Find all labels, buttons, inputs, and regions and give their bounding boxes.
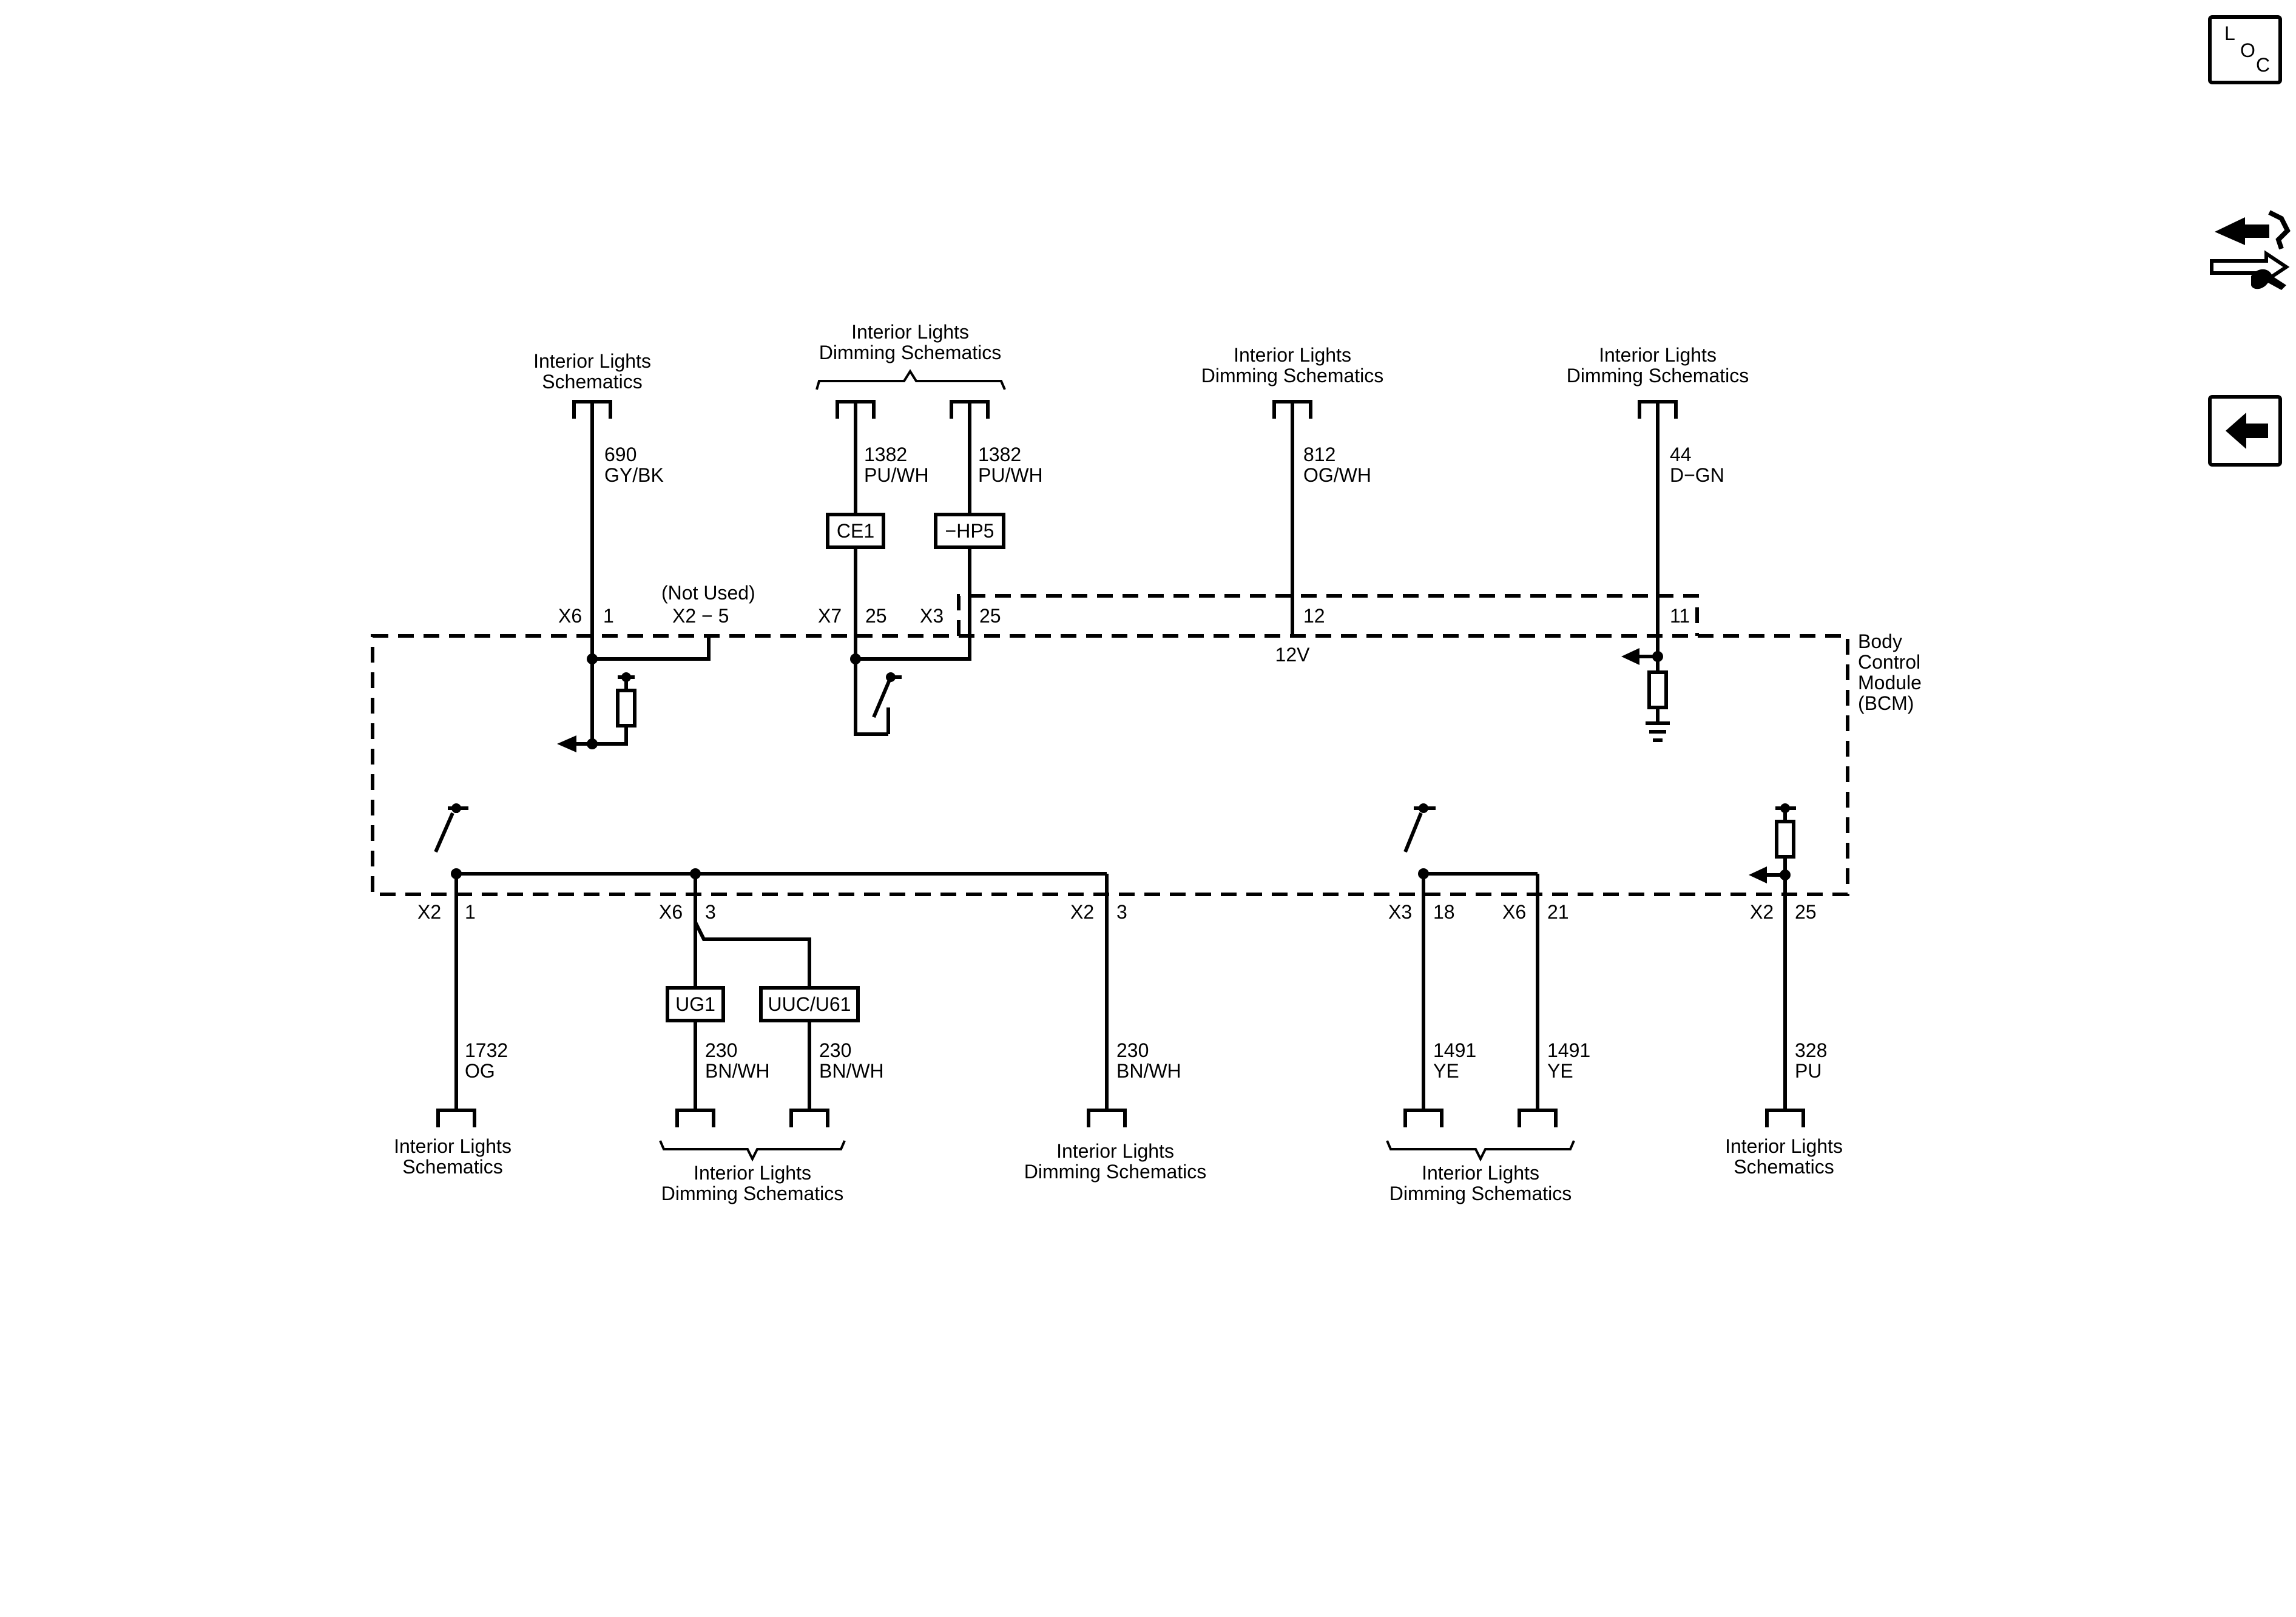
wire-230a-circuit: 230 bbox=[705, 1039, 737, 1061]
bcm-label-line1: Body bbox=[1858, 630, 1902, 652]
wire-1491b-color: YE bbox=[1547, 1060, 1573, 1082]
pin-x3-number: 25 bbox=[979, 605, 1001, 627]
wire-1382b-circuit: 1382 bbox=[978, 444, 1021, 465]
pin-x3-18-number: 18 bbox=[1433, 901, 1455, 923]
wire-1491b-circuit: 1491 bbox=[1547, 1039, 1590, 1061]
pin-x2-5: X2 − 5 bbox=[672, 605, 729, 627]
wire-1382b-color: PU/WH bbox=[978, 464, 1043, 486]
wire-1491a-circuit: 1491 bbox=[1433, 1039, 1476, 1061]
option-ce1: CE1 bbox=[837, 520, 874, 542]
ref-title-line1: Interior Lights bbox=[1056, 1140, 1174, 1162]
loc-l: L bbox=[2224, 22, 2235, 44]
not-used-label: (Not Used) bbox=[661, 582, 755, 604]
pin-x6-number: 1 bbox=[603, 605, 614, 627]
wire-230b-circuit: 230 bbox=[819, 1039, 851, 1061]
ref-title-line2: Schematics bbox=[402, 1156, 502, 1178]
connector-repair-icon[interactable] bbox=[2210, 210, 2291, 290]
back-arrow-icon bbox=[2226, 413, 2268, 449]
bcm-outline bbox=[371, 594, 1849, 896]
ref-title-line2: Dimming Schematics bbox=[819, 342, 1002, 363]
pin-11: 11 bbox=[1670, 605, 1690, 627]
pin-x6-3-connector: X6 bbox=[659, 901, 683, 923]
ref-title-line2: Dimming Schematics bbox=[661, 1183, 844, 1204]
wire-1382a-color: PU/WH bbox=[864, 464, 929, 486]
voltage-12v: 12V bbox=[1275, 644, 1311, 666]
loc-button[interactable]: L O C bbox=[2208, 15, 2282, 84]
ref-title-line1: Interior Lights bbox=[1234, 344, 1351, 366]
wire-230c-color: BN/WH bbox=[1116, 1060, 1181, 1082]
pin-x6-3-number: 3 bbox=[705, 901, 716, 923]
ref-title-line1: Interior Lights bbox=[851, 321, 969, 343]
pin-x7-number: 25 bbox=[865, 605, 887, 627]
option-uuc-u61: UUC/U61 bbox=[768, 993, 851, 1015]
wire-44-circuit: 44 bbox=[1670, 444, 1692, 465]
pin-x2-3-connector: X2 bbox=[1070, 901, 1094, 923]
pin-x3-18-connector: X3 bbox=[1388, 901, 1412, 923]
wire-1732-circuit: 1732 bbox=[465, 1039, 508, 1061]
bcm-label-line2: Control bbox=[1858, 651, 1920, 673]
wire-230c-circuit: 230 bbox=[1116, 1039, 1149, 1061]
ref-title-line2: Dimming Schematics bbox=[1201, 365, 1384, 387]
ref-title-line2: Schematics bbox=[1734, 1156, 1834, 1178]
pin-x6-21-connector: X6 bbox=[1502, 901, 1526, 923]
output-arrow-icon bbox=[557, 735, 576, 752]
loc-o: O bbox=[2240, 39, 2255, 61]
bcm-label-line3: Module bbox=[1858, 672, 1922, 694]
pin-12: 12 bbox=[1303, 605, 1325, 627]
pin-x6-connector: X6 bbox=[558, 605, 582, 627]
wire-230a-color: BN/WH bbox=[705, 1060, 770, 1082]
wire-1491a-color: YE bbox=[1433, 1060, 1459, 1082]
back-button[interactable] bbox=[2208, 395, 2282, 467]
ref-title-line1: Interior Lights bbox=[694, 1162, 811, 1184]
pin-x6-21-number: 21 bbox=[1547, 901, 1569, 923]
bottom-ref-dimming-1491-group[interactable]: Interior Lights Dimming Schematics bbox=[1389, 1162, 1572, 1204]
pin-x2-1-connector: X2 bbox=[417, 901, 441, 923]
option-ug1: UG1 bbox=[675, 993, 715, 1015]
loc-c: C bbox=[2256, 54, 2270, 76]
wire-1732-color: OG bbox=[465, 1060, 495, 1082]
wire-812-circuit: 812 bbox=[1303, 444, 1335, 465]
option-hp5: −HP5 bbox=[945, 520, 994, 542]
ref-title-line2: Dimming Schematics bbox=[1389, 1183, 1572, 1204]
top-ref-dimming-44[interactable]: Interior Lights Dimming Schematics bbox=[1567, 344, 1749, 387]
wire-328-circuit: 328 bbox=[1795, 1039, 1827, 1061]
pin-x2-25-number: 25 bbox=[1795, 901, 1817, 923]
bottom-ref-interior-lights-right[interactable]: Interior Lights Schematics bbox=[1725, 1135, 1843, 1178]
input-arrow-icon bbox=[1749, 866, 1767, 883]
ref-title-line2: Schematics bbox=[542, 371, 642, 393]
top-ref-dimming-812[interactable]: Interior Lights Dimming Schematics bbox=[1201, 344, 1384, 387]
ref-title-line2: Dimming Schematics bbox=[1567, 365, 1749, 387]
wire-230b-color: BN/WH bbox=[819, 1060, 884, 1082]
wire-1382a-circuit: 1382 bbox=[864, 444, 907, 465]
bottom-ref-interior-lights-left[interactable]: Interior Lights Schematics bbox=[394, 1135, 512, 1178]
wire-690-circuit: 690 bbox=[604, 444, 636, 465]
wire-812-color: OG/WH bbox=[1303, 464, 1371, 486]
pin-x7-connector: X7 bbox=[818, 605, 842, 627]
bottom-ref-dimming-230[interactable]: Interior Lights Dimming Schematics bbox=[1024, 1140, 1207, 1183]
ref-title-line1: Interior Lights bbox=[1725, 1135, 1843, 1157]
ref-title-line1: Interior Lights bbox=[1599, 344, 1717, 366]
top-ref-interior-lights[interactable]: Interior Lights Schematics bbox=[533, 350, 651, 393]
ref-title-line2: Dimming Schematics bbox=[1024, 1161, 1207, 1183]
pin-x2-3-number: 3 bbox=[1116, 901, 1127, 923]
bottom-ref-dimming-230-group[interactable]: Interior Lights Dimming Schematics bbox=[661, 1162, 844, 1204]
pin-x2-1-number: 1 bbox=[465, 901, 476, 923]
wire-690-color: GY/BK bbox=[604, 464, 664, 486]
pin-x3-connector: X3 bbox=[920, 605, 944, 627]
top-ref-dimming-group[interactable]: Interior Lights Dimming Schematics bbox=[819, 321, 1002, 363]
ref-title-line1: Interior Lights bbox=[394, 1135, 512, 1157]
wire-44-color: D−GN bbox=[1670, 464, 1724, 486]
bcm-label-line4: (BCM) bbox=[1858, 692, 1914, 714]
ref-title-line1: Interior Lights bbox=[533, 350, 651, 372]
pin-x2-25-connector: X2 bbox=[1750, 901, 1774, 923]
wire-328-color: PU bbox=[1795, 1060, 1822, 1082]
input-arrow-icon bbox=[1621, 648, 1639, 665]
ref-title-line1: Interior Lights bbox=[1422, 1162, 1539, 1184]
